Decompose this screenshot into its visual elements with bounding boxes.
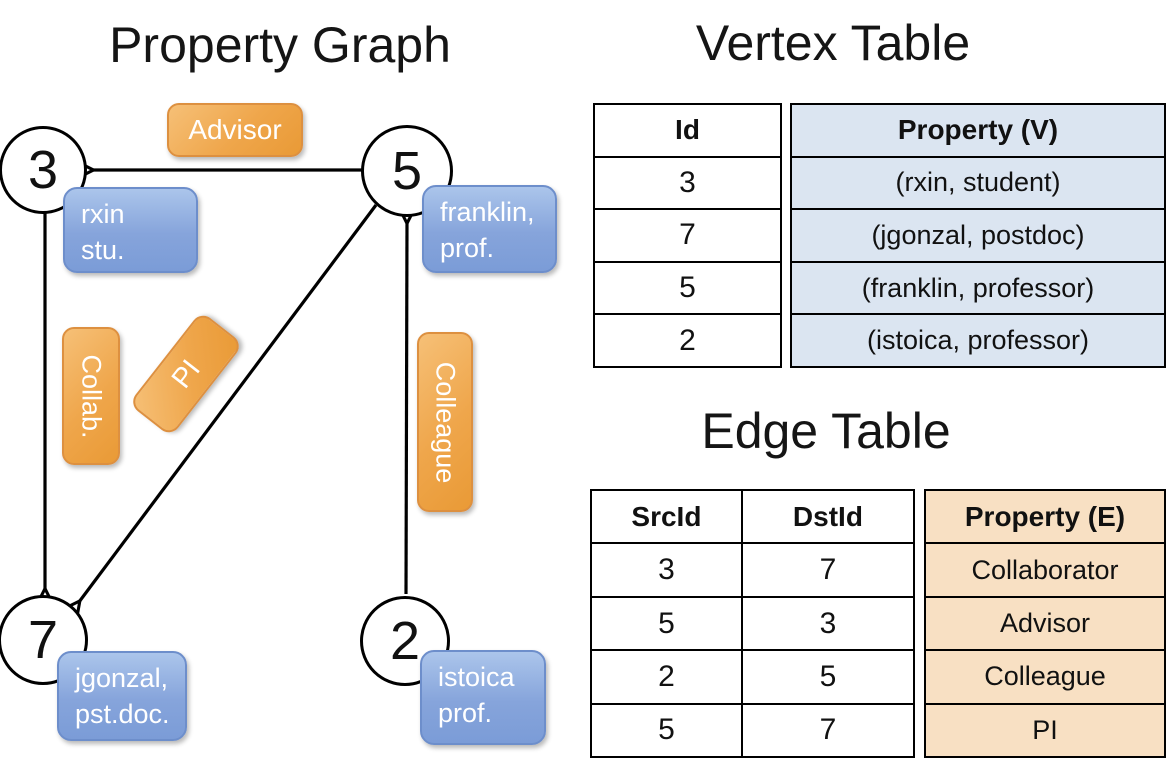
table-row: (istoica, professor) (866, 325, 1090, 356)
edge-label-collab: Collab. (62, 327, 120, 465)
vertex-node-7-id: 7 (27, 610, 59, 670)
edge-label-collab-text: Collab. (76, 353, 107, 439)
edge-table-id-headers: SrcId DstId (592, 491, 913, 545)
srcid-cell: 2 (592, 651, 743, 703)
dstid-cell: 3 (819, 606, 837, 640)
vertex-property-label-istoica: istoica prof. (420, 650, 546, 745)
dstid-cell: 5 (819, 659, 837, 693)
property-graph-title: Property Graph (109, 17, 451, 73)
table-row: 2 5 (592, 651, 913, 705)
table-row: (franklin, professor) (792, 263, 1164, 316)
edge-table-id-columns: SrcId DstId 3 7 5 3 2 5 5 7 (590, 489, 915, 758)
table-row: Colleague (926, 651, 1164, 705)
table-row: (rxin, student) (792, 158, 1164, 211)
vertex-node-5: 5 (361, 125, 453, 217)
vertex-table-property-header: Property (V) (792, 105, 1164, 158)
vertex-property-line2: pst.doc. (75, 698, 170, 729)
edge-5-to-7 (79, 204, 378, 602)
vertex-table-property-column: Property (V) (rxin, student) (jgonzal, p… (790, 103, 1166, 368)
vertex-node-3-id: 3 (27, 140, 59, 200)
srcid-cell: 5 (592, 704, 743, 757)
vertex-table-title: Vertex Table (695, 15, 971, 71)
table-row: Collaborator (926, 544, 1164, 598)
dstid-cell: 7 (819, 713, 837, 747)
vertex-node-2-id: 2 (389, 611, 421, 671)
edge-table-dstid-header: DstId (792, 500, 863, 532)
vertex-table-id-header: Id (595, 105, 780, 158)
edge-label-colleague-text: Colleague (430, 361, 461, 483)
vertex-node-5-id: 5 (391, 141, 423, 201)
table-row: 5 7 (592, 704, 913, 757)
edge-label-pi-text: PI (165, 353, 206, 394)
vertex-property-line2: prof. (440, 232, 495, 263)
table-row: 5 3 (592, 597, 913, 652)
vertex-property-line1: rxin (81, 199, 125, 229)
vertex-property-line1: franklin, (440, 197, 535, 227)
table-row: (jgonzal, postdoc) (792, 210, 1164, 263)
edge-table-property-column: Property (E) Collaborator Advisor Collea… (924, 489, 1166, 758)
vertex-property-label-franklin: franklin, prof. (422, 185, 557, 273)
table-row: 7 (595, 210, 780, 263)
edge-table-title: Edge Table (701, 403, 951, 459)
edge-label-advisor: Advisor (167, 103, 303, 157)
vertex-property-line1: istoica (438, 662, 515, 692)
vertex-table-id-column: Id 3 7 5 2 (593, 103, 782, 368)
table-row: 3 (595, 158, 780, 211)
table-row: 2 (679, 323, 696, 357)
table-row: 5 (595, 263, 780, 316)
srcid-cell: 3 (592, 544, 743, 596)
edge-table-srcid-header: SrcId (592, 491, 743, 543)
vertex-property-line2: stu. (81, 234, 125, 265)
srcid-cell: 5 (592, 597, 743, 650)
graph-edges-canvas (0, 0, 560, 760)
edge-label-advisor-text: Advisor (188, 114, 282, 145)
vertex-property-label-rxin: rxin stu. (63, 187, 198, 273)
edge-table-property-header: Property (E) (926, 491, 1164, 545)
vertex-property-label-jgonzal: jgonzal, pst.doc. (57, 651, 187, 741)
edge-label-colleague: Colleague (417, 332, 473, 512)
vertex-property-line1: jgonzal, (75, 663, 169, 693)
dstid-cell: 7 (819, 553, 837, 587)
table-row: PI (1032, 714, 1058, 745)
table-row: Advisor (926, 598, 1164, 652)
edge-2-to-5 (406, 222, 407, 595)
vertex-property-line2: prof. (438, 697, 493, 728)
table-row: 3 7 (592, 544, 913, 598)
vertex-node-2: 2 (360, 596, 450, 686)
